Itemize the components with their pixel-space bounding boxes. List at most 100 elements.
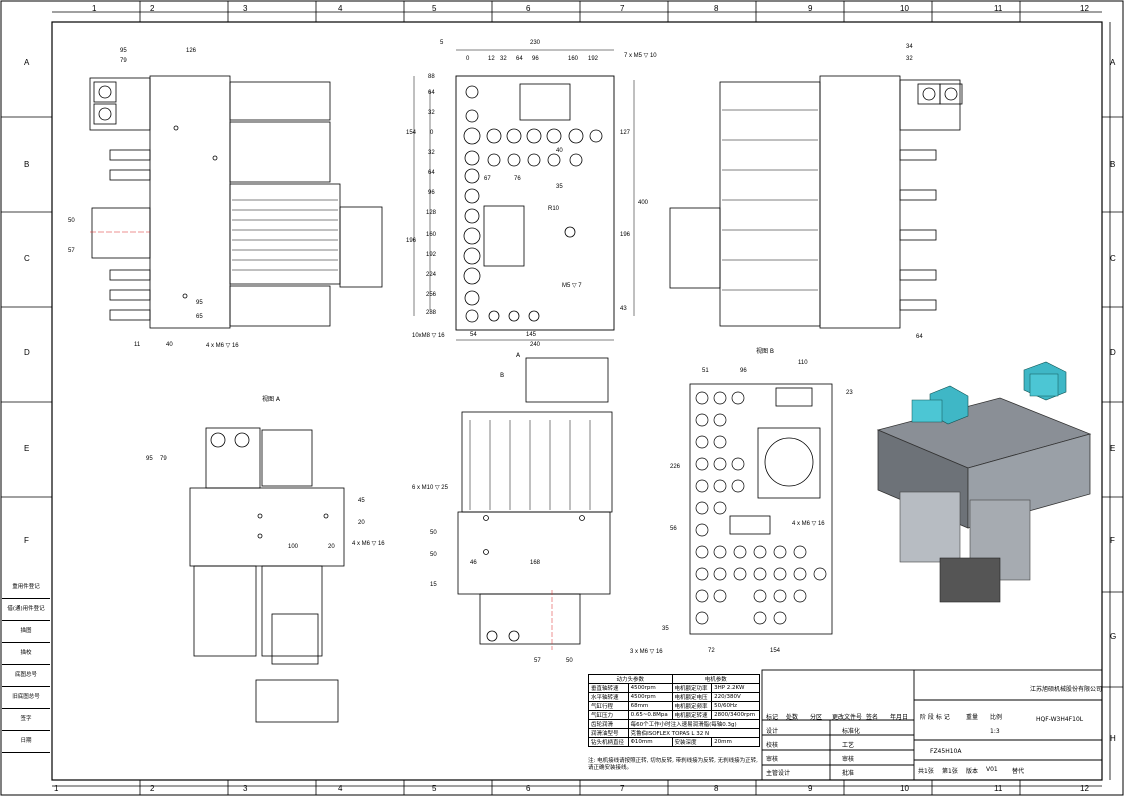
- view-b: [669, 75, 963, 329]
- dim-br-110: 110: [798, 360, 808, 366]
- side-panel-item: 描校: [2, 642, 50, 665]
- wiring-note: 注: 电机接线请按照正转, 切勿反转, 带刹线接为反转, 无刹线接为正转, 请正…: [588, 758, 758, 771]
- dim-c-m5: 7 x M5 ▽ 10: [624, 53, 657, 59]
- dim-bl-20: 20: [358, 520, 365, 526]
- dim-left-65: 65: [196, 314, 203, 320]
- dim-left-95b: 95: [196, 300, 203, 306]
- dim-c-y0: 0: [430, 130, 434, 136]
- dim-c-54: 54: [470, 332, 477, 338]
- dim-r-34: 34: [906, 44, 913, 50]
- dim-c-y192: 192: [426, 252, 437, 258]
- view-b-label: 视图 B: [756, 348, 775, 355]
- title-block-frame: [761, 669, 1103, 781]
- dim-br-35: 35: [662, 626, 669, 632]
- grid-col-8: 8: [714, 4, 719, 13]
- grid-row-e: E: [24, 444, 30, 453]
- dim-br-154: 154: [770, 648, 781, 654]
- dim-c-145: 145: [526, 332, 537, 338]
- rev-col: 标记: [766, 714, 779, 721]
- role2-process: 工艺: [842, 742, 855, 749]
- dim-c-x96: 96: [532, 56, 539, 62]
- dim-c-x64: 64: [516, 56, 523, 62]
- dim-bc-m10: 6 x M10 ▽ 25: [412, 485, 448, 491]
- side-top-label: 重用件登记: [2, 576, 50, 599]
- dim-c-240: 240: [530, 342, 541, 348]
- dim-bc-46: 46: [470, 560, 477, 566]
- grid-row-a-right: A: [1110, 58, 1116, 67]
- dim-bl-45: 45: [358, 498, 365, 504]
- param-cell: 2800/3400rpm: [711, 710, 760, 720]
- dim-c-x160: 160: [568, 56, 579, 62]
- grid-row-f-right: F: [1110, 536, 1115, 545]
- dim-c-y64b: 64: [428, 170, 435, 176]
- dim-c-y32: 32: [428, 110, 435, 116]
- iso-3d-view: [876, 361, 1092, 603]
- role-design: 设计: [766, 728, 779, 735]
- role2-approve: 批准: [842, 770, 855, 777]
- dim-bc-57: 57: [534, 658, 541, 664]
- dim-c-230: 230: [530, 40, 541, 46]
- rev-col: 处数: [786, 714, 799, 721]
- dim-bl-100: 100: [288, 544, 299, 550]
- grid-col-5: 5: [432, 4, 437, 13]
- dim-c-r10: R10: [548, 206, 560, 212]
- dim-bl-holes: 4 x M6 ▽ 16: [352, 541, 385, 547]
- scale-value: 1:3: [990, 728, 1000, 735]
- dim-br-226: 226: [670, 464, 681, 470]
- grid-col-3: 3: [243, 4, 248, 13]
- grid-col-12-bottom: 12: [1080, 784, 1089, 793]
- dim-br-96: 96: [740, 368, 747, 374]
- param-cell: 水平轴转速: [588, 692, 629, 702]
- role2-standard: 标准化: [842, 728, 861, 735]
- sheet-no: 第1张: [942, 768, 958, 775]
- dim-c-y32b: 32: [428, 150, 435, 156]
- grid-col-6: 6: [526, 4, 531, 13]
- grid-row-c: C: [24, 254, 30, 263]
- grid-col-4-bottom: 4: [338, 784, 343, 793]
- stage-label: 阶 段 标 记: [920, 714, 950, 721]
- dim-c-y128: 128: [426, 210, 437, 216]
- dim-c-y64: 64: [428, 90, 435, 96]
- param-cell: 电机额定频率: [671, 701, 713, 711]
- param-header-right: 电机参数: [671, 674, 761, 684]
- replace-label: 替代: [1012, 768, 1025, 775]
- param-cell: 气缸压力: [588, 710, 629, 720]
- parameter-table: 动力头参数 电机参数 垂直轴转速 4500rpm 电机额定功率 3HP 2.2K…: [588, 674, 761, 747]
- weight-label: 重量: [966, 714, 979, 721]
- dim-c-196b: 196: [620, 232, 631, 238]
- grid-col-1-bottom: 1: [54, 784, 59, 793]
- grid-col-5-bottom: 5: [432, 784, 437, 793]
- grid-row-h-right: H: [1110, 734, 1116, 743]
- grid-col-10: 10: [900, 4, 909, 13]
- grid-row-d: D: [24, 348, 30, 357]
- dim-left-11: 11: [134, 342, 141, 348]
- grid-row-b: B: [24, 160, 30, 169]
- grid-row-e-right: E: [1110, 444, 1116, 453]
- view-left-side: [89, 75, 383, 329]
- dim-br-51: 51: [702, 368, 709, 374]
- dim-c-154: 154: [406, 130, 417, 136]
- dim-c-m5-7: M5 ▽ 7: [562, 283, 582, 289]
- dim-left-126: 126: [186, 48, 197, 54]
- dim-c-x32: 32: [500, 56, 507, 62]
- drawing-code: FZ45H10A: [930, 748, 962, 755]
- grid-col-11: 11: [994, 4, 1003, 13]
- param-cell: 气缸行程: [588, 701, 629, 711]
- chuck-label: 钻头机柄直径: [588, 737, 629, 747]
- grid-col-7: 7: [620, 4, 625, 13]
- grid-row-c-right: C: [1110, 254, 1116, 263]
- grid-row-g-right: G: [1110, 632, 1117, 641]
- view-a-label: 视图 A: [262, 396, 281, 403]
- dim-br-holes: 4 x M6 ▽ 16: [792, 521, 825, 527]
- side-panel-item: 签字: [2, 708, 50, 731]
- sheets-total: 共1张: [918, 768, 934, 775]
- param-cell: 50/60Hz: [711, 701, 760, 711]
- depth-value: 20mm: [711, 737, 760, 747]
- grid-col-8-bottom: 8: [714, 784, 719, 793]
- grid-col-3-bottom: 3: [243, 784, 248, 793]
- grid-row-b-right: B: [1110, 160, 1116, 169]
- param-cell: 垂直轴转速: [588, 683, 629, 693]
- dim-bl-20b: 20: [328, 544, 335, 550]
- grid-col-1: 1: [92, 4, 97, 13]
